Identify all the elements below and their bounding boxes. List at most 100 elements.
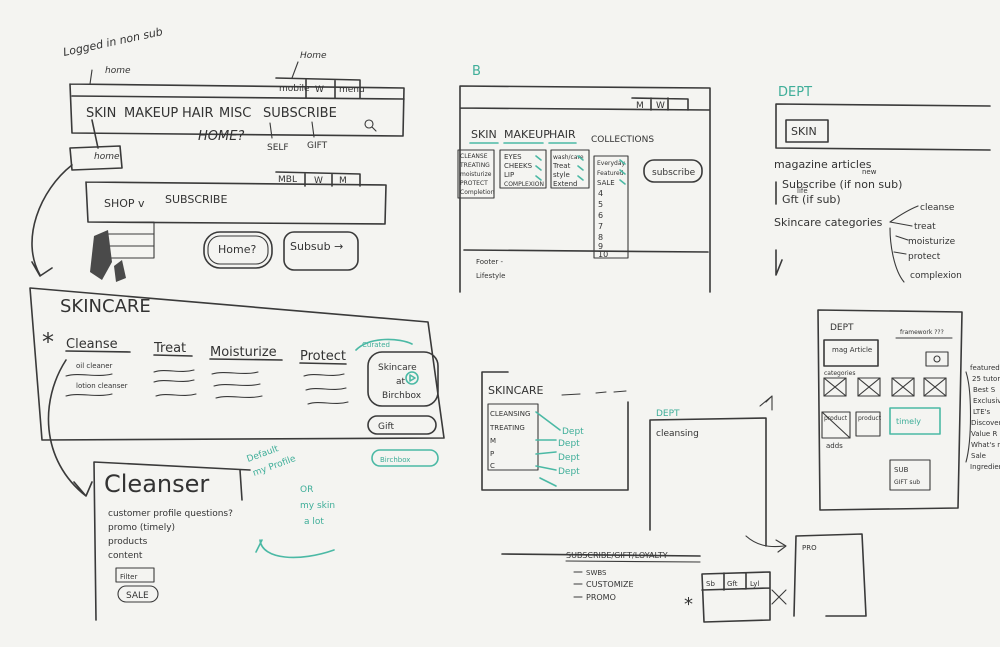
nav-makeup[interactable]: MAKEUP — [124, 106, 178, 121]
coll-3[interactable]: 4 — [598, 189, 603, 198]
skin-col-0[interactable]: CLEANSE — [460, 153, 488, 160]
sub-item-0: SWBS — [586, 569, 607, 577]
nav-hair[interactable]: HAIR — [182, 106, 214, 121]
util2-mobile[interactable]: MBL — [278, 175, 297, 185]
cleanser-item-2: products — [108, 537, 148, 547]
footer-label: Footer - — [476, 258, 503, 266]
tm-subscribe-label: subscribe — [652, 168, 696, 178]
cat-link-treat[interactable]: Treat — [153, 341, 186, 356]
side-list-6: Value R — [971, 430, 997, 438]
play-icon[interactable] — [406, 372, 418, 384]
mid-item-1[interactable]: TREATING — [489, 424, 525, 432]
skin-col-2[interactable]: moisturize — [460, 171, 492, 178]
tab-lyl[interactable]: Lyl — [750, 580, 759, 588]
skin-col-1[interactable]: TREATING — [459, 162, 490, 169]
home-question: HOME? — [198, 129, 244, 144]
util-w-b[interactable]: W — [656, 101, 665, 111]
cat-link-moisturize[interactable]: Moisturize — [210, 345, 277, 360]
hair-col-3[interactable]: Extend — [553, 180, 578, 188]
note-logged-in: Logged in non sub — [62, 25, 164, 59]
util2-w[interactable]: W — [314, 176, 323, 186]
promo-text-2: Birchbox — [382, 391, 422, 401]
side-list-3: Exclusiv — [973, 397, 1000, 405]
coll-5[interactable]: 6 — [598, 211, 603, 220]
tm-nav-hair[interactable]: HAIR — [549, 128, 576, 141]
coll-7[interactable]: 8 — [598, 233, 603, 242]
mid-item-3[interactable]: P — [490, 450, 494, 458]
makeup-col-3[interactable]: COMPLEXION — [504, 181, 544, 188]
product-label-0: product — [824, 415, 848, 422]
mid-item-2[interactable]: M — [490, 437, 496, 445]
br-dept: DEPT — [830, 323, 854, 333]
tab-sb[interactable]: Sb — [706, 580, 715, 588]
side-list-7: What's new — [971, 441, 1000, 449]
tr-item-3: Skincare categories — [774, 216, 883, 229]
cleanse-item-1[interactable]: lotion cleanser — [76, 382, 128, 390]
sketch-dept-page: DEPT framework ??? mag Article categorie… — [794, 310, 1000, 616]
cat-link-cleanse[interactable]: Cleanse — [66, 337, 118, 352]
sketch-top-right: DEPT SKIN magazine articles new Subscrib… — [774, 85, 990, 282]
side-list-5: Discover — [971, 419, 1000, 427]
tr-item-0: magazine articles — [774, 158, 872, 171]
flow-arrow-left — [32, 165, 72, 276]
dept-label-0: Dept — [562, 427, 584, 437]
hair-col-2[interactable]: style — [553, 171, 570, 179]
teal-curated: Curated — [362, 341, 390, 349]
adds-label: adds — [826, 442, 843, 450]
teal-birchbox-label: Birchbox — [380, 456, 410, 464]
sketch-subscribe-gift: SUBSCRIBE/GIFT/LOYALTY SWBS CUSTOMIZE PR… — [502, 551, 786, 622]
makeup-col-0[interactable]: EYES — [504, 153, 522, 161]
side-list-9: Ingredient — [970, 463, 1000, 471]
cat-link-protect[interactable]: Protect — [300, 349, 346, 364]
util-menu[interactable]: menu — [339, 85, 365, 95]
cleanser-title: Cleanser — [104, 470, 209, 498]
util-w[interactable]: W — [315, 85, 324, 95]
dept-label-1: Dept — [558, 439, 580, 449]
nav-misc[interactable]: MISC — [219, 106, 251, 121]
filter-button-label: Filter — [120, 573, 137, 581]
skincare-title: SKINCARE — [60, 296, 151, 317]
nav-subscribe[interactable]: SUBSCRIBE — [263, 106, 337, 121]
skincare-star: * — [42, 328, 54, 356]
coll-6[interactable]: 7 — [598, 222, 603, 231]
hair-col-1[interactable]: Treat — [552, 162, 571, 170]
nav2-subscribe[interactable]: SUBSCRIBE — [165, 193, 227, 206]
util2-m[interactable]: M — [339, 176, 347, 186]
skin-col-3[interactable]: PROTECT — [460, 180, 488, 187]
side-list-1: 25 tutor — [972, 375, 1000, 383]
cleanse-item-0[interactable]: oil cleaner — [76, 362, 113, 370]
tab-star: * — [684, 594, 693, 615]
tm-nav-skin[interactable]: SKIN — [471, 128, 497, 141]
cat-treat: treat — [914, 222, 936, 232]
mid-item-4[interactable]: C — [490, 462, 495, 470]
nav2-shop[interactable]: SHOP v — [104, 197, 145, 210]
pro-label: PRO — [802, 544, 817, 552]
skin-col-4[interactable]: Completion — [460, 189, 495, 196]
makeup-col-1[interactable]: CHEEKS — [504, 162, 533, 170]
sub-gift-header: SUBSCRIBE/GIFT/LOYALTY — [566, 551, 668, 560]
tab-gft[interactable]: Gft — [727, 580, 738, 588]
util-mobile[interactable]: mobile — [279, 84, 310, 94]
collections-label[interactable]: COLLECTIONS — [591, 135, 654, 145]
mag-article: mag Article — [832, 346, 872, 354]
note-home: home — [105, 66, 131, 76]
coll-4[interactable]: 5 — [598, 200, 603, 209]
side-list-8: Sale — [971, 452, 986, 460]
sketch-dept-flow: SKINCARE CLEANSING TREATING M P C Dept D… — [482, 372, 786, 552]
home-button-label: Home? — [218, 243, 256, 256]
coll-2[interactable]: SALE — [597, 179, 615, 187]
tm-nav-makeup[interactable]: MAKEUP — [504, 128, 550, 141]
label-b: B — [472, 64, 481, 79]
note-home-2: Home — [300, 51, 327, 61]
product-label-1: product — [858, 415, 882, 422]
mid-item-0[interactable]: CLEANSING — [490, 410, 530, 418]
br-categories: categories — [824, 370, 855, 377]
gift-sub-label: GIFT sub — [894, 479, 920, 486]
makeup-col-2[interactable]: LIP — [504, 171, 514, 179]
nav-skin[interactable]: SKIN — [86, 106, 116, 121]
tr-dept-title: DEPT — [778, 85, 812, 100]
coll-1[interactable]: Featured — [597, 170, 624, 177]
teal-note-alot: a lot — [304, 517, 324, 527]
flow-arrow-cleanser — [48, 360, 92, 496]
util-m[interactable]: M — [636, 101, 644, 111]
